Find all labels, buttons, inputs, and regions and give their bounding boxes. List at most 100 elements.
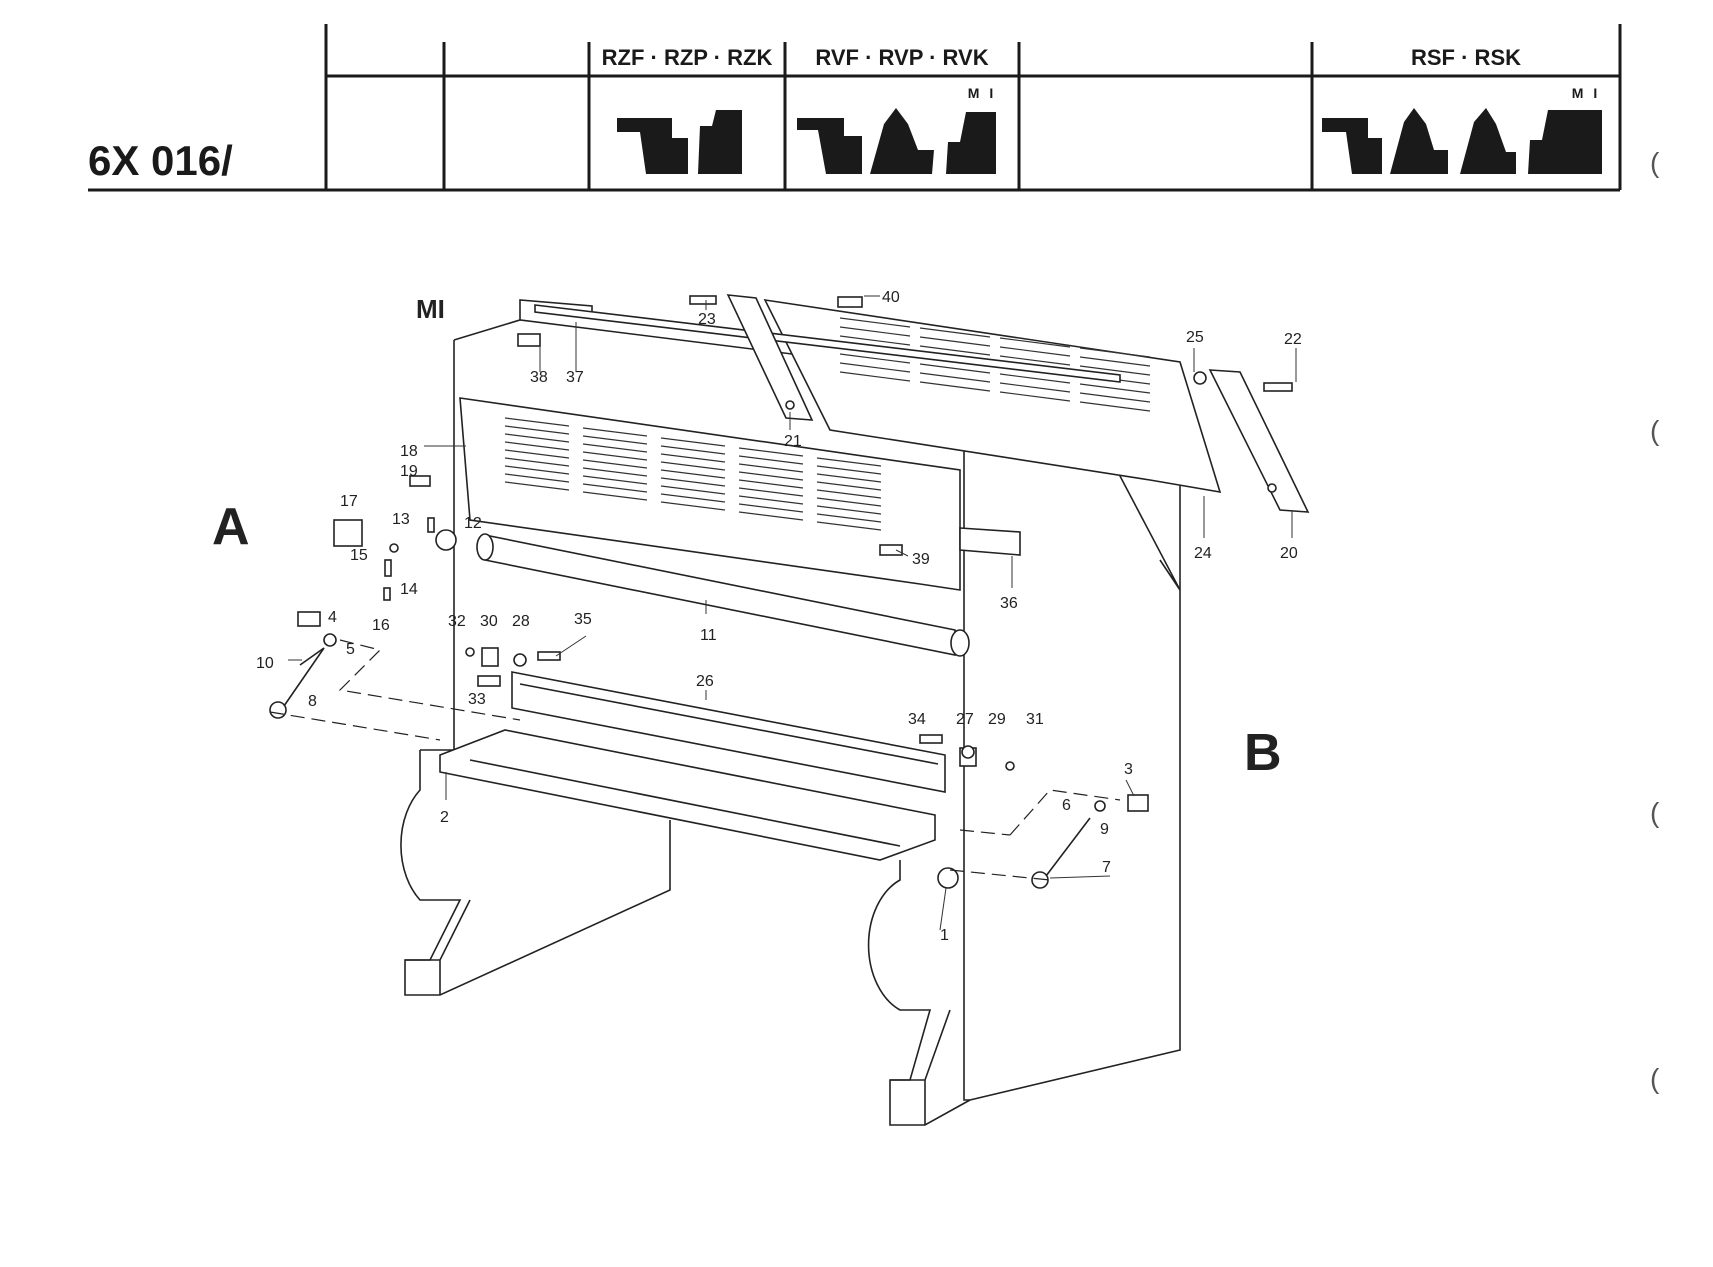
callout-8: 8 xyxy=(308,693,317,710)
top-rod xyxy=(534,304,1121,383)
binder-marks: ( ( ( ( xyxy=(1650,147,1660,1094)
bracket-17 xyxy=(333,519,363,547)
callout-24: 24 xyxy=(1194,545,1212,562)
header-table: 6X 016/ RZF · RZP · RZK RVF · RVP · RVK … xyxy=(88,24,1622,192)
profile-3-step-icon xyxy=(797,108,996,174)
bracket-3 xyxy=(1127,794,1149,812)
grille-slot xyxy=(504,441,570,451)
leader-lines xyxy=(288,295,1297,931)
grille-slot xyxy=(919,345,991,356)
grille-slot xyxy=(816,473,882,483)
grille-slot xyxy=(504,473,570,483)
pin-35 xyxy=(537,651,561,661)
callout-12: 12 xyxy=(464,515,482,532)
grille-slot xyxy=(999,391,1071,402)
washer-32 xyxy=(465,647,475,657)
grille-slot xyxy=(582,451,648,461)
callout-4: 4 xyxy=(328,609,337,626)
grille-slot xyxy=(582,427,648,437)
grille-slot xyxy=(582,459,648,469)
nut-27 xyxy=(961,745,975,759)
bracket-4 xyxy=(297,611,321,627)
pin-13 xyxy=(427,517,435,533)
grille-slot xyxy=(1079,347,1151,358)
grille-slot xyxy=(816,481,882,491)
grille-slot xyxy=(504,481,570,491)
callout-25: 25 xyxy=(1186,329,1204,346)
screw-19 xyxy=(409,475,431,487)
callout-29: 29 xyxy=(988,711,1006,728)
column-mark-rs: M I xyxy=(1572,85,1600,101)
cross-bar-edge xyxy=(519,683,939,765)
profile-2-step-icon xyxy=(617,110,742,174)
callout-39: 39 xyxy=(912,551,930,568)
plate-hole xyxy=(1267,483,1277,493)
grille-slot xyxy=(816,513,882,523)
spring-14 xyxy=(384,559,392,577)
grille-slot xyxy=(1079,356,1151,367)
grille-slot xyxy=(504,465,570,475)
callout-1: 1 xyxy=(940,927,949,944)
washer-31 xyxy=(1005,761,1015,771)
grille-slot xyxy=(839,326,911,337)
grille-slot xyxy=(839,317,911,328)
callout-33: 33 xyxy=(468,691,486,708)
grille-slot xyxy=(504,417,570,427)
callout-30: 30 xyxy=(480,613,498,630)
grille-slot xyxy=(660,461,726,471)
grille-slot xyxy=(504,425,570,435)
callout-31: 31 xyxy=(1026,711,1044,728)
callout-27: 27 xyxy=(956,711,974,728)
grille-slot xyxy=(1079,365,1151,376)
grille-slot xyxy=(919,336,991,347)
grille-slot xyxy=(582,483,648,493)
view-b-label: B xyxy=(1244,724,1282,782)
knob-8 xyxy=(269,701,287,719)
grille-slot xyxy=(816,465,882,475)
grille-slot xyxy=(919,381,991,392)
variant-label: MI xyxy=(416,294,445,324)
grille-slot xyxy=(816,497,882,507)
column-label-rs: RSF · RSK xyxy=(1411,45,1521,70)
plate-33 xyxy=(477,675,501,687)
column-mark-rv: M I xyxy=(968,85,996,101)
grille-slot xyxy=(738,455,804,465)
nut-28 xyxy=(513,653,527,667)
grille-slot xyxy=(504,457,570,467)
binder-mark: ( xyxy=(1650,415,1660,446)
grille-slot xyxy=(738,463,804,473)
grille-slot xyxy=(738,447,804,457)
grille-slot xyxy=(582,435,648,445)
binder-mark: ( xyxy=(1650,797,1660,828)
binder-mark: ( xyxy=(1650,147,1660,178)
callout-36: 36 xyxy=(1000,595,1018,612)
part-code: 6X 016/ xyxy=(88,137,233,184)
end-cap-1 xyxy=(937,867,959,889)
grille-slot xyxy=(660,437,726,447)
front-grille-slots xyxy=(504,417,882,531)
right-foot-inner xyxy=(890,1009,951,1125)
column-label-rv: RVF · RVP · RVK xyxy=(815,45,988,70)
leader xyxy=(939,887,947,931)
cross-bar xyxy=(511,671,946,793)
grille-slot xyxy=(839,353,911,364)
screw-40 xyxy=(837,296,863,308)
block-30 xyxy=(481,647,499,667)
callout-17: 17 xyxy=(340,493,358,510)
grille-slot xyxy=(919,363,991,374)
clip-38 xyxy=(517,333,541,347)
grille-slot xyxy=(660,453,726,463)
pin-16 xyxy=(383,587,391,601)
roller-end xyxy=(950,629,970,657)
right-foot xyxy=(867,860,971,1126)
callout-26: 26 xyxy=(696,673,714,690)
grille-slot xyxy=(1079,383,1151,394)
screw-15 xyxy=(389,543,399,553)
grille-slot xyxy=(504,449,570,459)
grille-slot xyxy=(660,493,726,503)
callout-21: 21 xyxy=(784,433,802,450)
column-label-rz: RZF · RZP · RZK xyxy=(602,45,773,70)
grille-slot xyxy=(839,371,911,382)
grille-slot xyxy=(999,337,1071,348)
grille-slot xyxy=(919,327,991,338)
